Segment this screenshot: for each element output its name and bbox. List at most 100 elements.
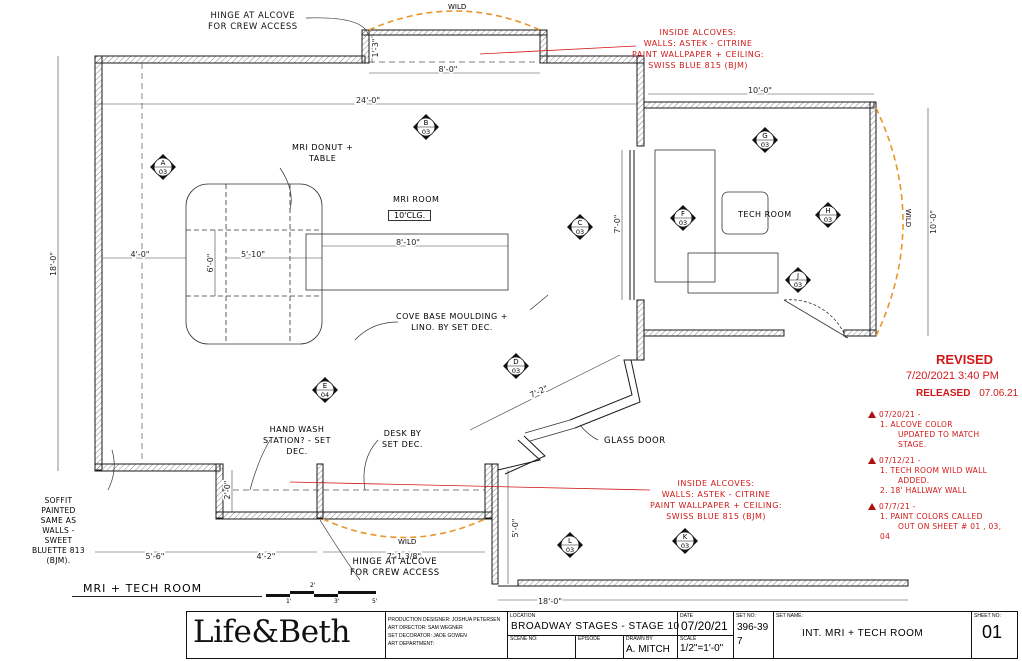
marker-letter-l: L xyxy=(568,537,572,545)
scale-bar-seg-4 xyxy=(338,591,376,594)
scale-bar-tick-1: 1' xyxy=(286,598,292,605)
revision-date-text: 07/12/21 - xyxy=(879,456,921,465)
marker-sheet-c: 03 xyxy=(576,228,584,236)
soffit-line-1: SOFFIT xyxy=(44,496,73,505)
angled-walls xyxy=(497,150,644,587)
dimension-donut-w: 5'-10" xyxy=(241,250,265,259)
marker-b: B03 xyxy=(413,114,439,140)
credit-art-director: ART DIRECTOR: SAM WEGNER xyxy=(388,625,463,631)
soffit-line-2: PAINTED xyxy=(41,506,76,515)
wild-arcs xyxy=(322,10,904,539)
credit-set-decorator: SET DECORATOR: JADE GOWEN xyxy=(388,633,467,639)
marker-g: G03 xyxy=(752,127,778,153)
revision-item: OUT ON SHEET # 01 , 03, xyxy=(898,522,1002,531)
scene-cell: SCENE NO: xyxy=(507,635,576,658)
alcove-note-top-1: INSIDE ALCOVES: xyxy=(659,28,737,37)
date-cell: DATE 07/20/21 xyxy=(677,612,734,636)
mri-donut-line-1: MRI DONUT + xyxy=(292,143,354,152)
dimension-bottom-b: 4'-2" xyxy=(257,552,276,561)
marker-letter-d: D xyxy=(513,358,518,366)
marker-letter-f: F xyxy=(681,210,685,218)
desk-label: DESK BY SET DEC. xyxy=(382,428,423,450)
soffit-label: SOFFIT PAINTED SAME AS WALLS - SWEET BLU… xyxy=(32,496,85,566)
revision-date: 07/12/21 - xyxy=(868,456,1018,466)
credits: PRODUCTION DESIGNER: JOSHUA PETERSEN ART… xyxy=(385,612,505,658)
hinge-top-label: HINGE AT ALCOVE FOR CREW ACCESS xyxy=(208,11,298,33)
dimension-donut-h: 6'-0" xyxy=(206,254,215,273)
hinge-bottom-line-1: HINGE AT ALCOVE xyxy=(352,557,438,567)
marker-a: A03 xyxy=(150,154,176,180)
hand-wash-line-3: DEC. xyxy=(286,447,308,456)
ceiling-tag: 10'CLG. xyxy=(388,210,432,221)
scale-bar-tick-2: 2' xyxy=(310,582,316,589)
marker-l: L03 xyxy=(557,532,583,558)
scale-bar-seg-2 xyxy=(290,591,314,594)
glass-door-label: GLASS DOOR xyxy=(604,436,666,446)
desk-line-2: SET DEC. xyxy=(382,440,423,449)
marker-e: E04 xyxy=(312,377,338,403)
marker-sheet-a: 03 xyxy=(159,168,167,176)
sheet-no-cell: SHEET NO: 01 xyxy=(971,612,1018,658)
revision-item: UPDATED TO MATCH xyxy=(898,430,980,439)
soffit-line-5: SWEET xyxy=(44,536,73,545)
marker-h: H03 xyxy=(815,202,841,228)
revision-item: 2. 18' HALLWAY WALL xyxy=(880,486,967,495)
hinge-bottom-label: HINGE AT ALCOVE FOR CREW ACCESS xyxy=(350,557,440,579)
soffit-line-7: (BJM). xyxy=(46,556,71,565)
sheet-no-label: SHEET NO: xyxy=(974,613,1001,619)
dimension-table-w: 8'-10" xyxy=(396,238,420,247)
dimension-room-w: 24'-0" xyxy=(356,96,380,105)
scale-bar-seg-1 xyxy=(266,594,290,597)
dimension-hall-h: 5'-0" xyxy=(511,519,520,538)
revised-status: REVISED xyxy=(936,352,994,367)
revision-date: 07/20/21 - xyxy=(868,410,1018,420)
sheet-no-value: 01 xyxy=(982,622,1003,642)
dimension-lines xyxy=(57,35,929,601)
title-logo: Life&Beth xyxy=(193,614,350,650)
desk-line-1: DESK BY xyxy=(383,429,422,438)
alcove-note-bottom-1: INSIDE ALCOVES: xyxy=(677,479,755,488)
marker-sheet-g: 03 xyxy=(761,141,769,149)
dimension-donut-offset: 4'-0" xyxy=(131,250,150,259)
walls xyxy=(94,29,909,587)
episode-cell: EPISODE xyxy=(575,635,624,658)
mri-donut xyxy=(185,183,509,345)
mri-donut-line-2: TABLE xyxy=(309,154,337,163)
labels: 8'-0"1'-3"24'-0"18'-0"10'-0"10'-0"4'-0"6… xyxy=(48,37,940,607)
marker-sheet-k: 03 xyxy=(681,542,689,550)
marker-letter-g: G xyxy=(762,132,767,140)
dimension-bottom-a: 5'-6" xyxy=(146,552,165,561)
released-row: RELEASED 07.06.21 xyxy=(916,388,1018,399)
marker-sheet-f: 03 xyxy=(679,219,687,227)
cove-base-line-1: COVE BASE MOULDING + xyxy=(396,312,508,321)
credit-production-designer: PRODUCTION DESIGNER: JOSHUA PETERSEN xyxy=(388,617,501,623)
dimension-alcove-bottom-h: 2'-0" xyxy=(223,481,232,500)
credit-art-department: ART DEPARTMENT: xyxy=(388,641,435,647)
marker-letter-c: C xyxy=(578,219,583,227)
mri-donut-label: MRI DONUT + TABLE xyxy=(292,142,353,164)
marker-letter-k: K xyxy=(683,533,688,541)
revision-date-text: 07/20/21 - xyxy=(879,410,921,419)
location-value: BROADWAY STAGES - STAGE 10 xyxy=(511,621,680,632)
wild-label-right: WILD xyxy=(904,208,913,228)
alcove-note-bottom-4: SWISS BLUE 815 (BJM) xyxy=(666,512,766,521)
scale-cell: SCALE 1/2"=1'-0" xyxy=(677,635,734,658)
scale-bar-seg-3 xyxy=(314,594,338,597)
drawn-label: DRAWN BY xyxy=(626,636,653,642)
marker-j: J03 xyxy=(785,267,811,293)
set-name-label: SET NAME: xyxy=(776,613,803,619)
title-block: Life&Beth PRODUCTION DESIGNER: JOSHUA PE… xyxy=(186,611,1018,659)
hand-wash-line-1: HAND WASH xyxy=(269,425,325,434)
revision-item: STAGE. xyxy=(898,440,927,449)
marker-sheet-j: 03 xyxy=(794,281,802,289)
marker-c: C03 xyxy=(567,214,593,240)
marker-letter-b: B xyxy=(424,119,429,127)
marker-letter-j: J xyxy=(796,272,799,280)
alcove-note-bottom-2: WALLS: ASTEK - CITRINE xyxy=(661,490,771,499)
soffit-lines xyxy=(141,61,540,491)
marker-sheet-h: 03 xyxy=(824,216,832,224)
